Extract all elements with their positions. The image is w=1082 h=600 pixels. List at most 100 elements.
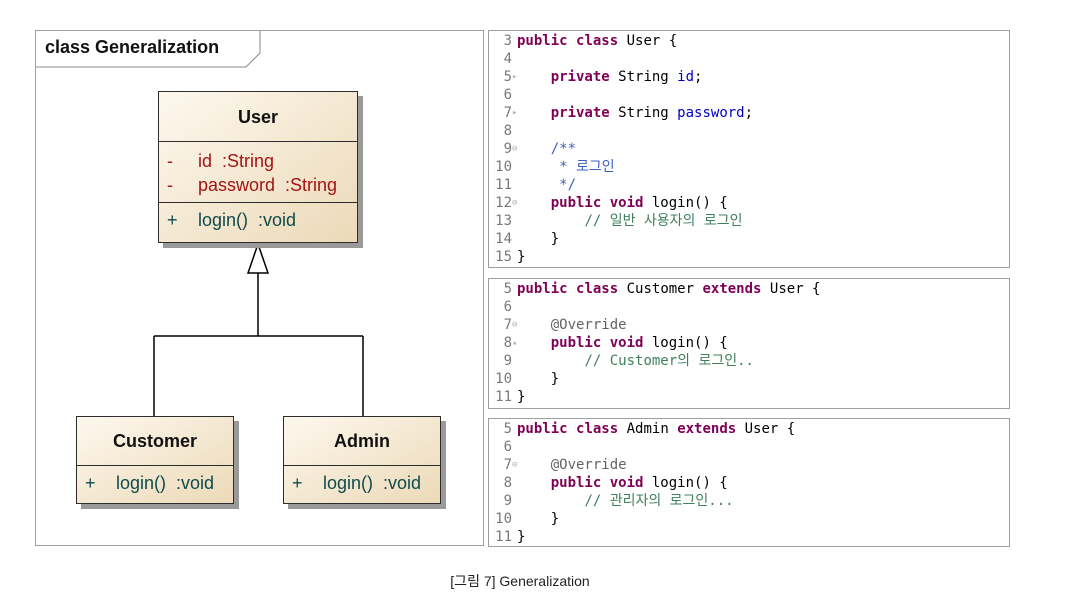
- code-text: [601, 195, 609, 211]
- gutter-marker-icon: ▴: [512, 338, 518, 348]
- line-number: 9: [503, 353, 512, 369]
- code-field: id: [677, 69, 695, 85]
- code-line: 7⊖ @Override: [489, 456, 627, 474]
- visibility-marker: +: [292, 473, 303, 493]
- code-comment: // 관리자의 로그인...: [584, 493, 734, 509]
- line-number: 11: [495, 177, 512, 193]
- code-comment: // Customer의 로그인..: [584, 353, 754, 369]
- code-keyword: public: [550, 335, 602, 351]
- attribute-compartment: -id :String - password :String: [159, 142, 357, 203]
- operation-row: + login() :void: [85, 471, 233, 495]
- code-line: 11}: [489, 388, 525, 406]
- code-field: password: [677, 105, 745, 121]
- code-text: [568, 281, 576, 297]
- line-number: 7: [503, 457, 512, 473]
- operation-compartment: + login() :void: [77, 466, 233, 495]
- code-line: 4: [489, 50, 517, 68]
- code-comment: // 일반 사용자의 로그인: [584, 213, 743, 229]
- operation-text: login() :void: [116, 473, 215, 493]
- frame-tab: [36, 31, 261, 68]
- code-text: ;: [694, 69, 703, 85]
- line-number: 8: [503, 475, 512, 491]
- attribute-text: password :String: [198, 175, 338, 195]
- code-line: 7▸ private String password;: [489, 104, 753, 122]
- code-text: [517, 69, 551, 85]
- code-keyword: class: [576, 33, 619, 49]
- code-keyword: void: [609, 335, 644, 351]
- code-keyword: public: [517, 33, 568, 49]
- code-line: 7⊖ @Override: [489, 316, 627, 334]
- line-number: 11: [495, 529, 512, 545]
- line-number: 8: [503, 123, 512, 139]
- code-text: [517, 213, 584, 229]
- code-keyword: class: [576, 281, 619, 297]
- generalization-connectors: [153, 241, 364, 416]
- code-line: 8 public void login() {: [489, 474, 728, 492]
- code-line: 15}: [489, 248, 525, 266]
- code-text: [568, 33, 576, 49]
- line-number: 3: [503, 33, 512, 49]
- line-number: 5: [503, 69, 512, 85]
- line-number: 14: [495, 231, 512, 247]
- attribute-row: - password :String: [167, 173, 357, 197]
- line-number: 11: [495, 389, 512, 405]
- visibility-marker: +: [85, 473, 96, 493]
- code-line: 9 // Customer의 로그인..: [489, 352, 754, 370]
- code-line: 9 // 관리자의 로그인...: [489, 492, 734, 510]
- code-keyword: public: [550, 475, 602, 491]
- attribute-text: id :String: [198, 151, 275, 171]
- line-number: 5: [503, 281, 512, 297]
- line-number: 10: [495, 371, 512, 387]
- code-line: 8: [489, 122, 517, 140]
- code-text: }: [517, 389, 526, 405]
- code-text: }: [517, 249, 526, 265]
- code-text: login() {: [643, 195, 728, 211]
- code-text: User {: [736, 421, 796, 437]
- code-keyword: public: [550, 195, 602, 211]
- line-number: 9: [503, 493, 512, 509]
- code-javadoc: * 로그인: [559, 159, 615, 175]
- code-text: [601, 475, 609, 491]
- line-number: 6: [503, 87, 512, 103]
- code-javadoc: */: [559, 177, 577, 193]
- figure-caption: [그림 7] Generalization: [450, 573, 590, 589]
- code-keyword: void: [609, 195, 644, 211]
- code-javadoc: /**: [550, 141, 577, 157]
- generalization-arrowhead: [246, 241, 270, 274]
- code-line: 8▴ public void login() {: [489, 334, 728, 352]
- operation-text: login() :void: [198, 210, 297, 230]
- line-number: 6: [503, 299, 512, 315]
- code-text: [517, 493, 584, 509]
- code-keyword: private: [550, 69, 610, 85]
- code-text: login() {: [643, 335, 728, 351]
- visibility-marker: +: [167, 210, 178, 230]
- gutter-marker-icon: ⊖: [512, 320, 518, 330]
- code-text: [517, 141, 551, 157]
- line-number: 10: [495, 159, 512, 175]
- gutter-marker-icon: ▸: [512, 72, 518, 82]
- code-keyword: void: [609, 475, 644, 491]
- code-text: ;: [744, 105, 754, 121]
- code-line: 5▸ private String id;: [489, 68, 703, 86]
- uml-diagram-frame: class Generalization User -id :String -p…: [35, 30, 484, 546]
- visibility-marker: -: [167, 175, 173, 195]
- line-number: 10: [495, 511, 512, 527]
- code-text: login() {: [643, 475, 728, 491]
- class-admin: Admin +login() :void: [283, 416, 441, 504]
- code-line: 10 }: [489, 510, 559, 528]
- code-line: 11}: [489, 528, 525, 546]
- operation-compartment: +login() :void: [284, 466, 440, 495]
- code-keyword: public: [517, 281, 568, 297]
- code-keyword: private: [550, 105, 610, 121]
- code-line: 12⊖ public void login() {: [489, 194, 728, 212]
- attribute-row: -id :String: [167, 149, 357, 173]
- operation-compartment: + login() :void: [159, 203, 357, 232]
- code-text: [517, 105, 551, 121]
- line-number: 13: [495, 213, 512, 229]
- code-text: String: [609, 69, 678, 85]
- code-text: Customer: [618, 281, 703, 297]
- line-number: 5: [503, 421, 512, 437]
